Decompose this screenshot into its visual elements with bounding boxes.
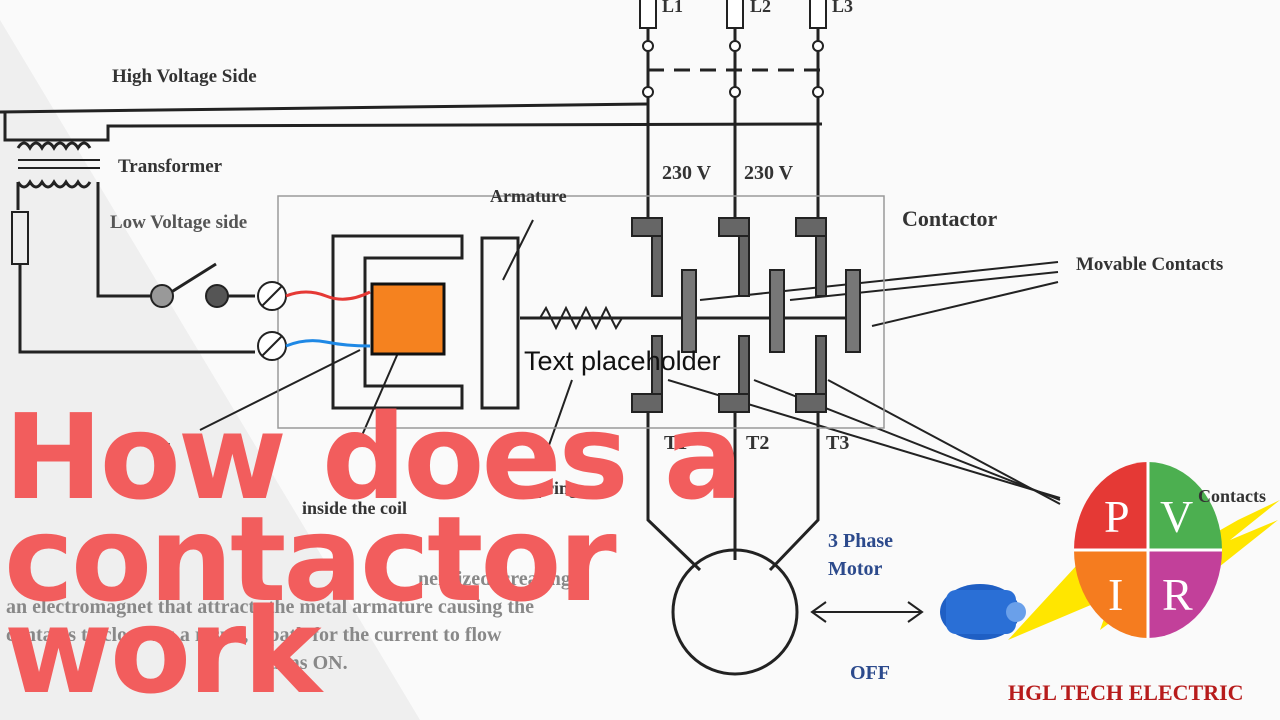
off-label: OFF (850, 662, 890, 684)
motor-icon (940, 584, 1026, 640)
brand-name: HGL TECH ELECTRIC (1008, 680, 1244, 705)
terminal-t2-label: T2 (746, 432, 770, 454)
phase-l2-label: L2 (750, 0, 772, 16)
spring-partial-label: pring (536, 478, 579, 498)
caption-line-3: contacts to close. As a result, a path f… (6, 624, 502, 646)
text-placeholder[interactable]: Text placeholder (524, 346, 721, 376)
caption-line-2: an electromagnet that attracts the metal… (6, 596, 535, 618)
armature-label: Armature (490, 186, 567, 206)
movable-contacts (681, 269, 861, 353)
contactor-box (277, 195, 885, 429)
logo-letter-r: R (1162, 569, 1193, 620)
red-wire (285, 290, 371, 301)
blue-wire (285, 339, 371, 348)
voltage-label-2: 230 V (744, 162, 794, 184)
transformer-label: Transformer (118, 156, 223, 177)
title-line-2: contactor (4, 490, 617, 628)
low-voltage-label: Low Voltage side (110, 212, 248, 233)
terminal-t3-label: T3 (826, 432, 850, 454)
coil (370, 282, 446, 356)
title-line-1: How does a (4, 388, 743, 526)
contactor-label: Contactor (902, 206, 998, 231)
coil-partial-label: ll (160, 440, 172, 462)
phase-l3-label: L3 (832, 0, 854, 16)
caption-line-4: turns ON. (262, 652, 348, 674)
contacts-partial-label: Contacts (1198, 486, 1266, 506)
inside-coil-label: inside the coil (302, 498, 408, 518)
logo-letter-p: P (1104, 491, 1130, 542)
switch-nodes (642, 40, 824, 98)
logo-letter-v: V (1160, 491, 1194, 542)
motor-label-line2: Motor (828, 558, 883, 580)
motor-label-line1: 3 Phase (828, 530, 893, 552)
title-line-3: work (4, 582, 322, 720)
terminals (150, 281, 287, 361)
terminal-t1-label: T1 (664, 432, 688, 454)
fuses (639, 0, 827, 29)
background-shape (0, 20, 420, 720)
fixed-contacts (631, 217, 827, 413)
caption-line-1: nergized, creating (418, 568, 571, 590)
movable-contacts-label: Movable Contacts (1076, 254, 1224, 275)
phase-l1-label: L1 (662, 0, 684, 16)
high-voltage-label: High Voltage Side (112, 66, 257, 87)
voltage-label-1: 230 V (662, 162, 712, 184)
logo-letter-i: I (1108, 569, 1124, 620)
